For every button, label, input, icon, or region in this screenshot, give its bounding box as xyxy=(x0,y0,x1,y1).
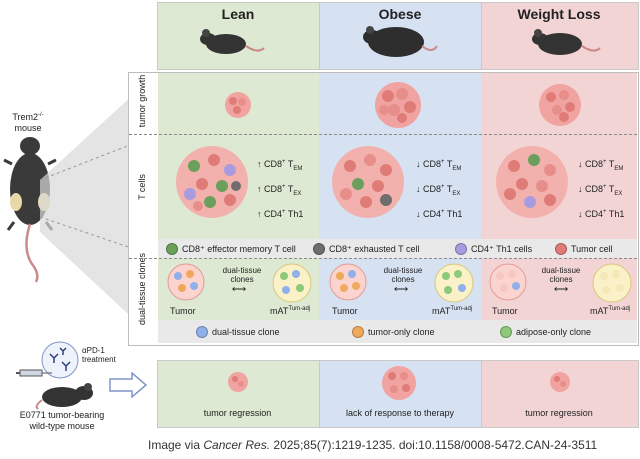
tcell-list-weightloss: ↓ CD8+ TEM ↓ CD8+ TEX ↓ CD4+ Th1 xyxy=(578,156,624,221)
legend-dot-orange-icon xyxy=(352,326,364,338)
row-label-tumor-growth: tumor growth xyxy=(137,74,147,128)
mat-label-lean: mATTum-adj xyxy=(270,306,311,316)
header-lean-panel xyxy=(157,2,321,70)
clone-legend-bar xyxy=(158,320,637,343)
column-title-weightloss: Weight Loss xyxy=(517,6,601,22)
legend-cd4-th1: CD4⁺ Th1 cells xyxy=(455,243,532,255)
legend-dot-red-icon xyxy=(555,243,567,255)
row-divider-2 xyxy=(129,258,637,259)
image-caption: Image via Cancer Res. 2025;85(7):1219-12… xyxy=(148,438,598,452)
legend-dot-gray-icon xyxy=(313,243,325,255)
right-arrow-icon xyxy=(109,372,148,398)
tcell-item: ↓ CD4+ Th1 xyxy=(578,208,625,219)
legend-dot-green-icon xyxy=(166,243,178,255)
column-title-obese: Obese xyxy=(378,6,422,22)
tcell-tumor-obese xyxy=(332,146,404,218)
tcell-item: ↓ CD4+ Th1 xyxy=(416,208,463,219)
tumor-label-weightloss: Tumor xyxy=(492,306,518,316)
tcell-item: ↓ CD8+ TEX xyxy=(416,183,461,197)
outcome-tumor-obese xyxy=(382,366,416,400)
clone-tumor-lean xyxy=(167,263,205,301)
trem2-mouse-title: Trem2-/- mouse xyxy=(12,112,44,133)
tumor-weightloss-medium xyxy=(539,84,581,126)
outcome-label-obese: lack of response to therapy xyxy=(345,408,455,418)
weightloss-mouse-icon xyxy=(532,29,601,55)
row-label-t-cells: T cells xyxy=(137,174,147,200)
tcell-item: ↓ CD8+ TEM xyxy=(416,159,462,172)
legend-adipose-only-clone: adipose-only clone xyxy=(500,326,591,338)
outcome-label-weightloss: tumor regression xyxy=(525,408,593,418)
double-arrow-lean-icon: ⟷ xyxy=(231,284,247,295)
clone-mat-obese xyxy=(434,263,474,303)
outcome-tumor-weightloss xyxy=(550,372,570,392)
row-label-strip xyxy=(128,72,158,346)
legend-tumor-cell: Tumor cell xyxy=(555,243,613,255)
tcell-item: ↑ CD4+ Th1 xyxy=(257,208,304,219)
clone-tumor-obese xyxy=(329,263,367,301)
tcell-item: ↓ CD8+ TEX xyxy=(578,183,623,197)
tcell-item: ↓ CD8+ TEM xyxy=(578,159,624,172)
tcell-item: ↑ CD8+ TEM xyxy=(257,159,303,172)
tumor-label-obese: Tumor xyxy=(332,306,358,316)
tcell-list-lean: ↑ CD8+ TEM ↑ CD8+ TEX ↑ CD4+ Th1 xyxy=(257,156,303,221)
tumor-obese-large xyxy=(375,82,421,128)
outcome-tumor-lean xyxy=(228,372,248,392)
legend-cd8-exhausted: CD8⁺ exhausted T cell xyxy=(313,243,419,255)
clone-tumor-weightloss xyxy=(489,263,527,301)
tumor-lean-small xyxy=(225,92,251,118)
outcome-lean-panel xyxy=(157,360,320,428)
legend-dot-green-clone-icon xyxy=(500,326,512,338)
legend-dot-blue-icon xyxy=(196,326,208,338)
tcell-tumor-lean xyxy=(176,146,248,218)
double-arrow-weightloss-icon: ⟷ xyxy=(553,284,569,295)
legend-tumor-only-clone: tumor-only clone xyxy=(352,326,435,338)
column-title-lean: Lean xyxy=(221,6,255,22)
tcell-list-obese: ↓ CD8+ TEM ↓ CD8+ TEX ↓ CD4+ Th1 xyxy=(416,156,462,221)
double-arrow-obese-icon: ⟷ xyxy=(393,284,409,295)
legend-dual-tissue-clone: dual-tissue clone xyxy=(196,326,280,338)
tcell-item: ↑ CD8+ TEX xyxy=(257,183,302,197)
mat-label-obese: mATTum-adj xyxy=(432,306,473,316)
legend-cd8-effector-memory: CD8⁺ effector memory T cell xyxy=(166,243,296,255)
tumor-label-lean: Tumor xyxy=(170,306,196,316)
syringe-icon xyxy=(16,369,52,377)
obese-mouse-icon xyxy=(363,26,438,57)
clone-mat-weightloss xyxy=(592,263,632,303)
clone-mat-lean xyxy=(272,263,312,303)
legend-dot-purple-icon xyxy=(455,243,467,255)
wildtype-mouse-icon xyxy=(35,383,93,410)
tcell-tumor-weightloss xyxy=(496,146,568,218)
mat-label-weightloss: mATTum-adj xyxy=(590,306,631,316)
cell-legend-bar xyxy=(158,239,637,258)
row-label-dual-tissue-clones: dual-tissue clones xyxy=(137,252,147,326)
outcome-weightloss-panel xyxy=(481,360,639,428)
antibody-circle-icon xyxy=(41,341,79,379)
lean-mouse-icon xyxy=(200,29,265,54)
row-divider-1 xyxy=(129,134,637,135)
outcome-label-lean: tumor regression xyxy=(203,408,272,418)
